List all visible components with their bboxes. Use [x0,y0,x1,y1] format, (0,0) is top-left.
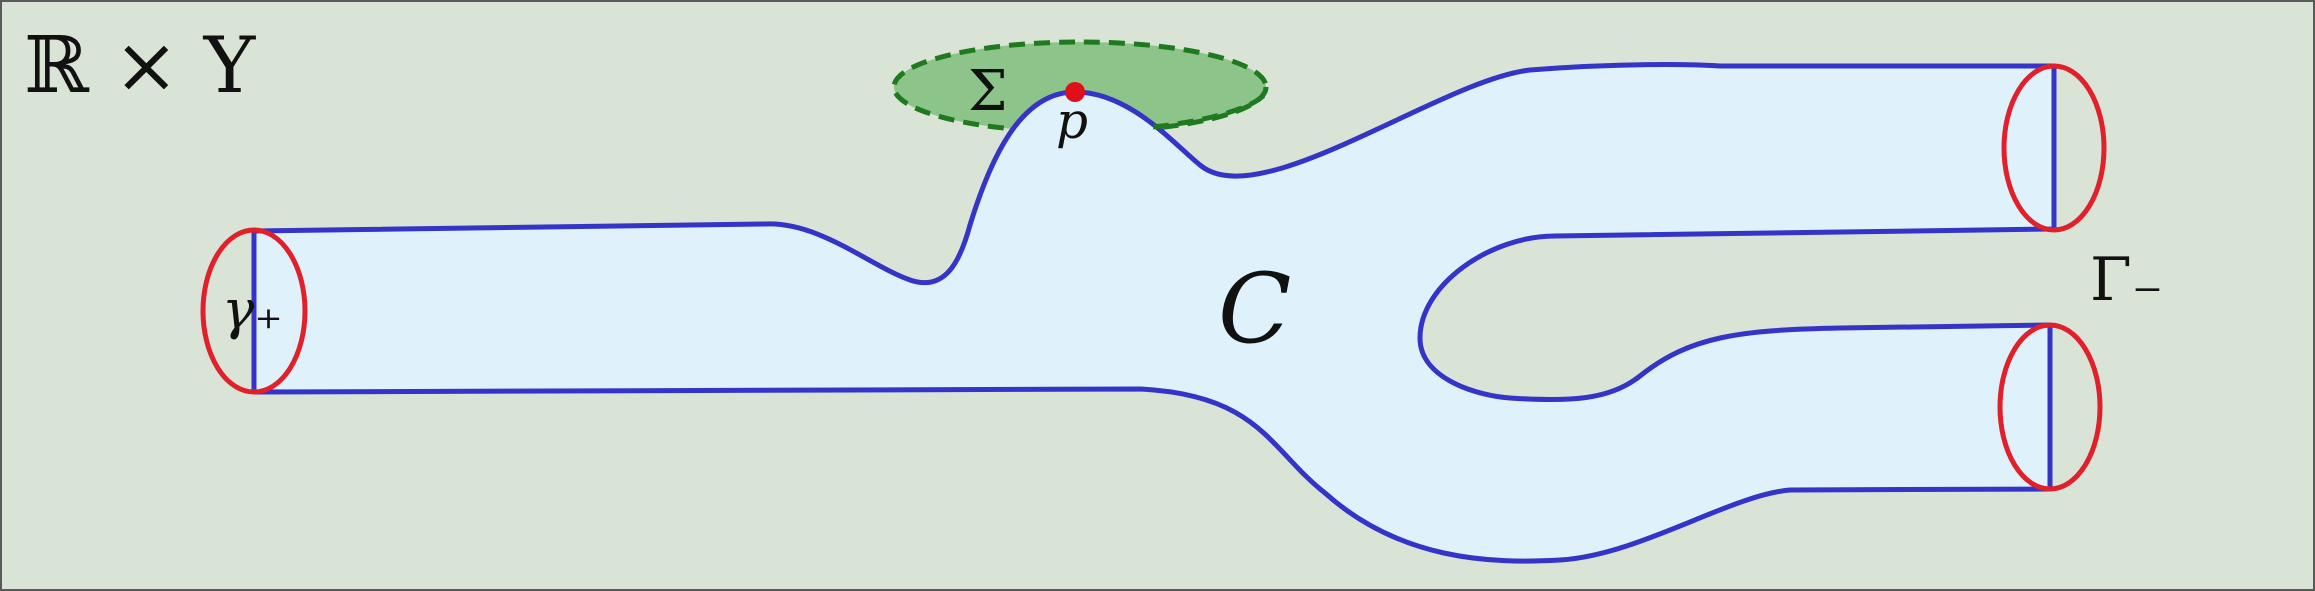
curve-surface [251,62,2057,564]
curve-label: C [1218,253,1291,365]
ambient-space-label: ℝ × Y [24,21,257,111]
positive-end-circle [200,227,308,395]
positive-end-label: γ₊ [222,278,283,341]
negative-end-circle-upper [2001,63,2107,233]
intersection-point [1065,82,1085,102]
point-label: p [1056,92,1088,150]
negative-ends-label: Γ₋ [2090,245,2163,315]
surface-sigma-front-arc [1152,93,1266,130]
negative-end-circle-lower [1997,322,2103,492]
surface-sigma-label: Σ [968,59,1008,124]
